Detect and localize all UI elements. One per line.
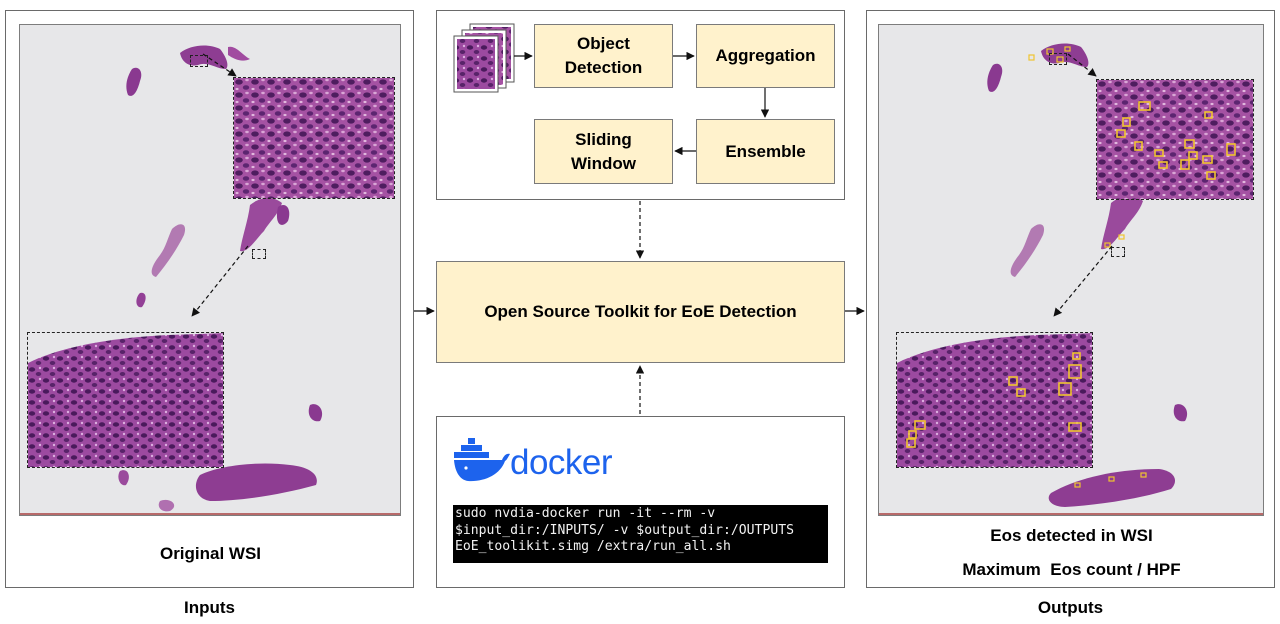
docker-logo-text: docker (510, 443, 613, 482)
step-object-detection: Object Detection (534, 24, 673, 88)
step-ensemble: Ensemble (696, 119, 835, 184)
detected-wsi-image (878, 24, 1264, 516)
zoom-inset-top (233, 77, 395, 199)
output-caption-line1: Eos detected in WSI (990, 526, 1153, 545)
inputs-label: Inputs (184, 598, 235, 617)
original-wsi-image (19, 24, 401, 516)
docker-command-terminal: sudo nvdia-docker run -it --rm -v$input_… (453, 505, 828, 563)
region-marker-top-detected (1049, 53, 1067, 65)
step-sliding-window: Sliding Window (534, 119, 673, 184)
tissue-fragments (20, 45, 400, 515)
command-line-3: EoE_toolikit.simg /extra/run_all.sh (455, 539, 731, 554)
zoom-inset-bottom (27, 332, 224, 468)
step-sliding-window-line2: Window (571, 153, 636, 173)
zoom-inset-bottom-detected (896, 332, 1093, 468)
docker-whale-icon (454, 438, 510, 482)
region-marker-mid (252, 249, 266, 259)
step-aggregation: Aggregation (696, 24, 835, 88)
output-caption-line2: Maximum Eos count / HPF (962, 560, 1181, 579)
outputs-label: Outputs (1037, 598, 1104, 617)
step-object-detection-line2: Detection (564, 58, 643, 77)
step-sliding-window-line1: Sliding (575, 129, 632, 149)
original-wsi-caption: Original WSI (159, 544, 262, 563)
slide-stack-icon (453, 23, 515, 93)
zoom-inset-top-detected (1096, 79, 1254, 200)
command-line-1: sudo nvdia-docker run -it --rm -v (455, 506, 716, 521)
step-object-detection-line1: Object (577, 34, 630, 53)
command-line-2: $input_dir:/INPUTS/ -v $output_dir:/OUTP… (455, 522, 794, 538)
region-marker-top (190, 55, 208, 67)
inputs-panel: Original WSI (5, 10, 414, 588)
toolkit-box: Open Source Toolkit for EoE Detection (436, 261, 845, 363)
region-marker-mid-detected (1111, 247, 1125, 257)
outputs-panel: Eos detected in WSI Maximum Eos count / … (866, 10, 1275, 588)
